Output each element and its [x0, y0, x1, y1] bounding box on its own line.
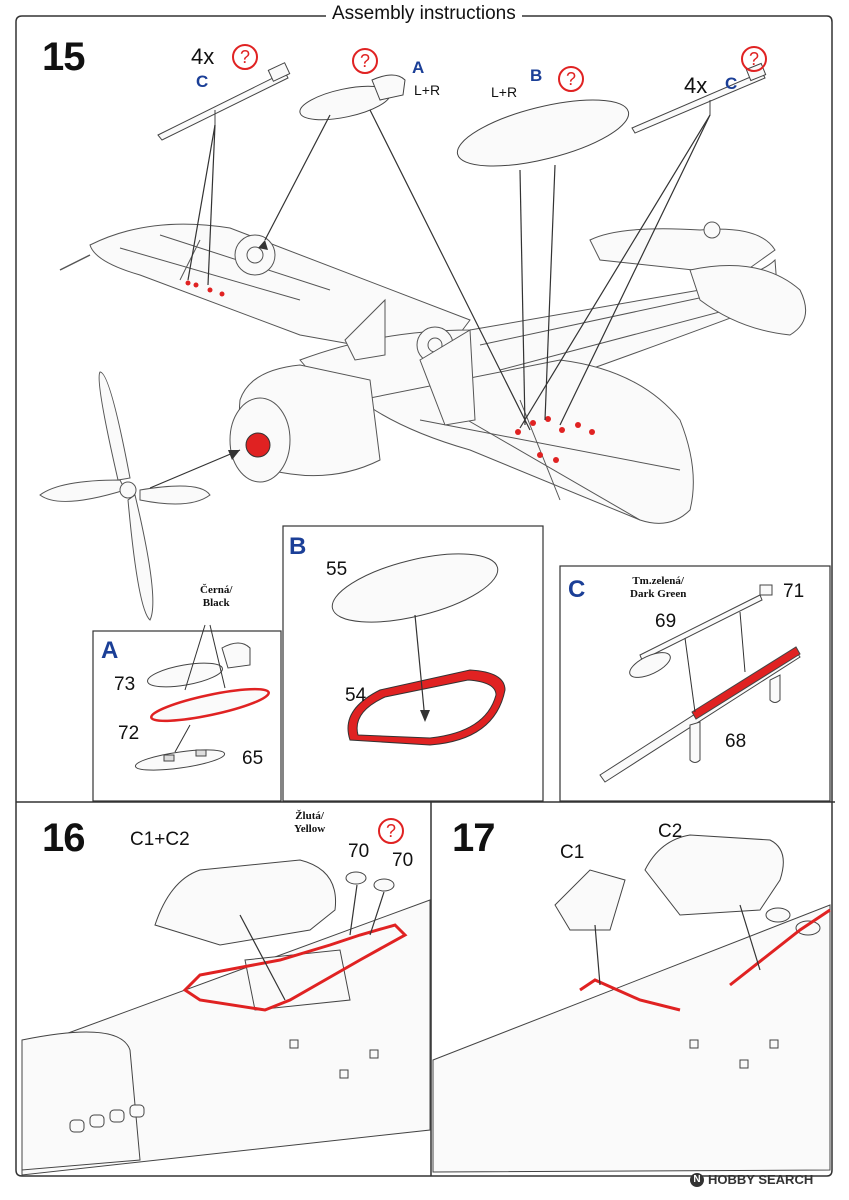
step17-red-outline-c2 [729, 908, 831, 987]
step17-drawing [432, 834, 831, 1173]
part-54: 54 [345, 685, 367, 706]
cover-side: L+R [491, 84, 518, 100]
step17-red-outline-c1 [579, 978, 681, 1012]
part-71: 71 [783, 581, 805, 602]
step-17-label-c1: C1 [560, 842, 585, 863]
page-frame [15, 15, 833, 1177]
watermark: N HOBBY SEARCH [690, 1172, 813, 1187]
part-69: 69 [655, 611, 677, 632]
hobbysearch-logo-icon: N [690, 1172, 704, 1187]
step-17-label-c2: C2 [658, 821, 683, 842]
propeller [98, 371, 131, 481]
gun-part-left [157, 71, 289, 141]
wheel-side: L+R [414, 82, 441, 98]
step16-drawing [21, 859, 431, 1176]
red-strip [691, 646, 801, 720]
tail-fin [589, 228, 776, 276]
aircraft-drawing [39, 221, 807, 621]
question-icon: ? [378, 818, 404, 844]
question-icon: ? [558, 66, 584, 92]
step-16-paint-note: Žlutá/ Yellow [294, 810, 326, 835]
question-icon: ? [232, 44, 258, 70]
guns-left-ref: C [196, 72, 209, 91]
watermark-text: HOBBY SEARCH [708, 1172, 814, 1187]
step-16-number: 16 [42, 816, 85, 860]
inset-a-paint-note: Černá/ Black [200, 584, 233, 609]
step16-red-outline [182, 923, 408, 1012]
part-70-b: 70 [392, 850, 414, 871]
part-70-a: 70 [348, 841, 370, 862]
leader-lines [149, 109, 711, 489]
guns-right-ref: C [725, 74, 738, 93]
gear-cover-part [456, 99, 630, 167]
part-72: 72 [118, 723, 140, 744]
part-65: 65 [242, 748, 264, 769]
gun-part-right [631, 71, 766, 134]
question-icon: ? [352, 48, 378, 74]
page-title: Assembly instructions [326, 3, 522, 25]
inset-c-letter: C [568, 576, 586, 603]
gun-location-marks [185, 280, 595, 463]
part-73: 73 [114, 674, 136, 695]
step-15-number: 15 [42, 35, 85, 79]
guns-right-qty: 4x [684, 73, 708, 98]
step-17-number: 17 [452, 816, 495, 860]
inset-a-letter: A [101, 637, 119, 664]
cover-ref: B [530, 66, 543, 85]
inset-b-letter: B [289, 533, 307, 560]
guns-left-qty: 4x [191, 44, 215, 69]
part-68: 68 [725, 731, 747, 752]
floating-parts [157, 62, 767, 167]
question-icon: ? [741, 46, 767, 72]
inset-c-paint-note: Tm.zelená/ Dark Green [630, 575, 687, 600]
stabilizer [689, 265, 807, 336]
step-16-label: C1+C2 [130, 829, 190, 850]
wheel-ref: A [412, 58, 425, 77]
part-55: 55 [326, 559, 348, 580]
